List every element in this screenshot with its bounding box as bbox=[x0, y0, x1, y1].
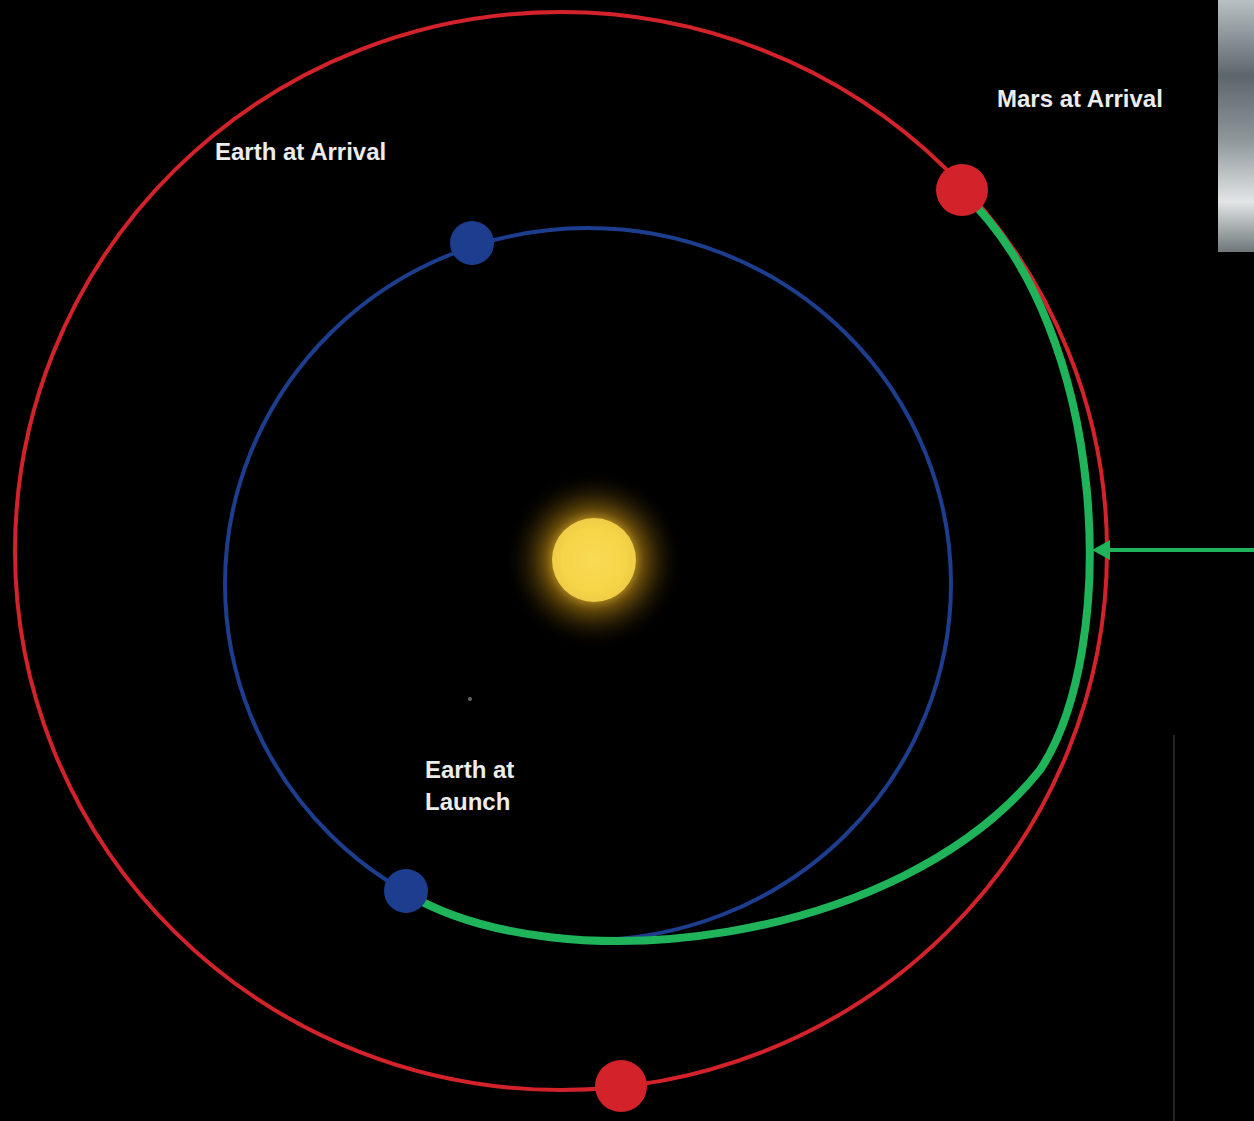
sun-glow bbox=[504, 470, 684, 650]
planet-label: Earth at Launch bbox=[425, 754, 545, 818]
cropped-photo bbox=[1218, 0, 1254, 252]
mars-launch-dot bbox=[595, 1060, 647, 1112]
speck bbox=[468, 697, 472, 701]
earth-arrival-dot bbox=[450, 221, 494, 265]
planet-label: Earth at Arrival bbox=[215, 136, 386, 168]
pointer-arrowhead bbox=[1092, 540, 1110, 560]
planet-label: Mars at Arrival bbox=[997, 83, 1163, 115]
mars-arrival-dot bbox=[936, 164, 988, 216]
edge-line bbox=[1173, 735, 1175, 1121]
mars-orbit bbox=[15, 12, 1107, 1090]
earth-orbit bbox=[225, 228, 951, 940]
earth-launch-dot bbox=[384, 869, 428, 913]
pointer-line bbox=[1106, 548, 1254, 552]
transfer-orbit bbox=[406, 192, 1090, 941]
sun bbox=[552, 518, 636, 602]
